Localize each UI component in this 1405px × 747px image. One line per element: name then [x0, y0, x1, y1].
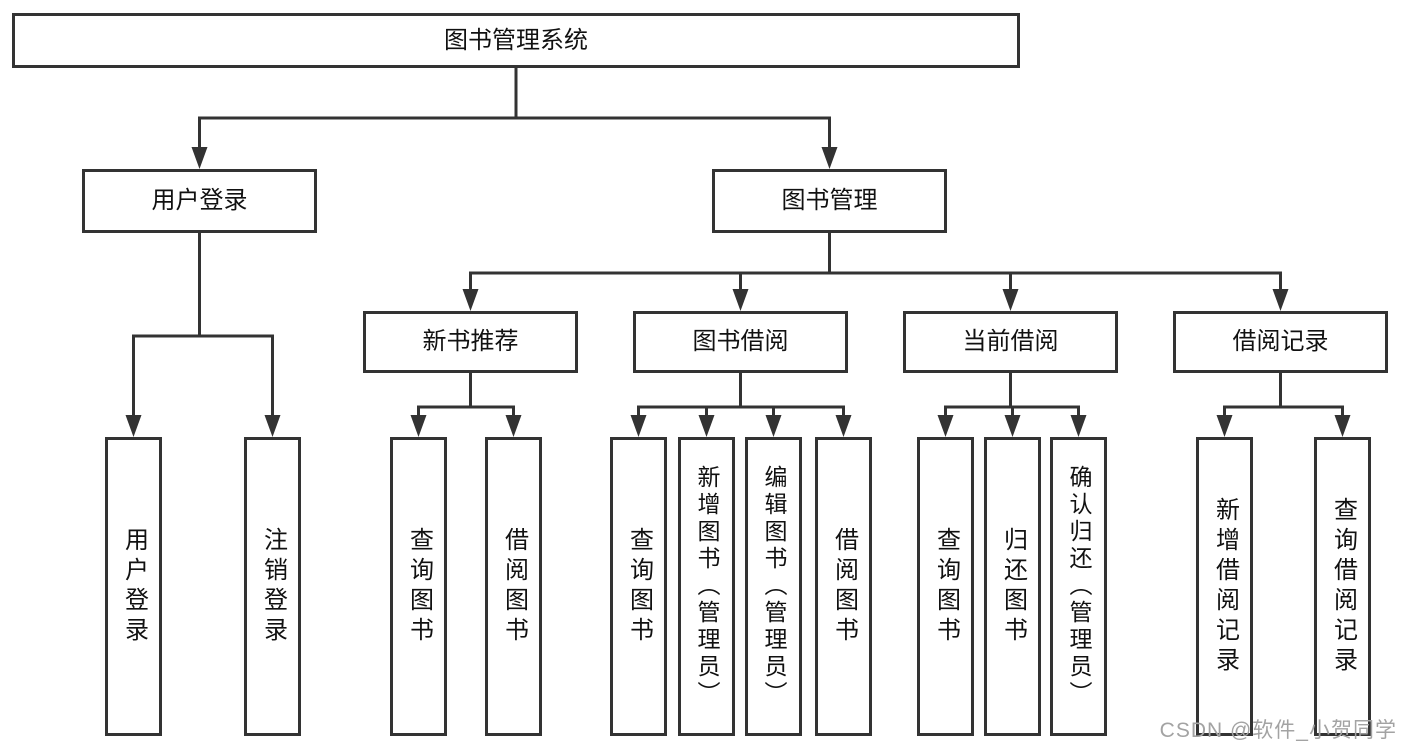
- node-root: 图书管理系统: [12, 13, 1020, 68]
- node-book-borrowing: 图书借阅: [633, 311, 848, 373]
- node-new-book-recommend: 新书推荐: [363, 311, 578, 373]
- connector-book-borrowing-children: [630, 373, 852, 437]
- connector-user-login-children: [125, 233, 281, 437]
- connector-borrowing-records-children: [1216, 373, 1351, 437]
- leaf-add-borrow-record: 新增借阅记录: [1196, 437, 1253, 736]
- leaf-query-books-borrowing: 查询图书: [610, 437, 667, 736]
- node-borrowing-records: 借阅记录: [1173, 311, 1388, 373]
- node-book-management: 图书管理: [712, 169, 947, 233]
- node-current-borrowing: 当前借阅: [903, 311, 1118, 373]
- leaf-edit-books-admin: 编辑图书（管理员）: [745, 437, 802, 736]
- leaf-query-books-current: 查询图书: [917, 437, 974, 736]
- leaf-query-books-recommend: 查询图书: [390, 437, 447, 736]
- leaf-confirm-return-admin: 确认归还（管理员）: [1050, 437, 1107, 736]
- leaf-borrow-books-borrowing: 借阅图书: [815, 437, 872, 736]
- leaf-add-books-admin: 新增图书（管理员）: [678, 437, 735, 736]
- connector-book-management-children: [462, 233, 1289, 311]
- csdn-watermark: CSDN @软件_小贺同学: [1159, 719, 1397, 742]
- node-user-login: 用户登录: [82, 169, 317, 233]
- leaf-logout-login: 注销登录: [244, 437, 301, 736]
- leaf-user-login: 用户登录: [105, 437, 162, 736]
- connector-root-to-branches: [191, 68, 838, 169]
- leaf-borrow-books-recommend: 借阅图书: [485, 437, 542, 736]
- connector-current-borrowing-children: [937, 373, 1087, 437]
- connector-new-book-recommend-children: [410, 373, 522, 437]
- leaf-return-books: 归还图书: [984, 437, 1041, 736]
- leaf-query-borrow-record: 查询借阅记录: [1314, 437, 1371, 736]
